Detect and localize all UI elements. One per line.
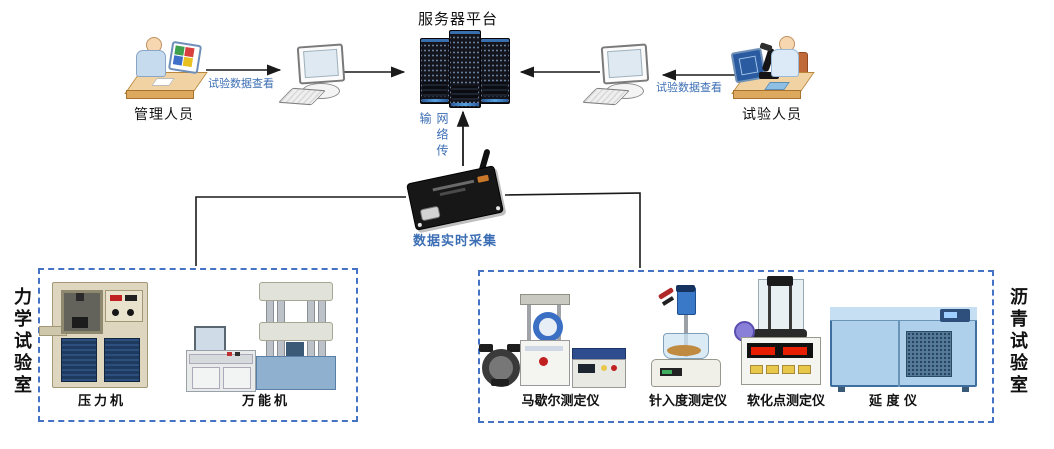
mechanics-lab-title: 力学试验室 <box>11 287 32 397</box>
tester-link-label: 试验数据查看 <box>656 81 722 94</box>
pc-keyboard <box>277 87 327 106</box>
admin-link-label: 试验数据查看 <box>208 77 274 90</box>
marshall-tester-icon <box>520 294 570 386</box>
line-collector-to-asphalt-lab <box>504 192 641 268</box>
universal-machine-frame-icon <box>256 282 336 390</box>
collector-body <box>405 165 505 231</box>
marshall-controller-icon <box>572 348 626 388</box>
press-door <box>104 338 140 382</box>
collector-label: 数据实时采集 <box>412 234 497 249</box>
asphalt-lab-title: 沥青试验室 <box>1007 287 1028 397</box>
press-test-area <box>61 290 103 334</box>
machine-label-ductility: 延 度 仪 <box>868 394 918 409</box>
server-tower-left <box>420 38 450 104</box>
press-door <box>61 338 97 382</box>
marshall-mold-icon <box>479 344 521 387</box>
pc-monitor <box>296 43 346 85</box>
server-tower-middle <box>449 30 481 108</box>
machine-label-universal: 万能机 <box>241 394 290 409</box>
mechanics-lab-box <box>38 268 358 422</box>
penetration-tester-icon <box>648 285 722 387</box>
softening-point-tester-icon <box>734 276 821 387</box>
machine-label-press: 压力机 <box>77 394 126 409</box>
server-tower-right <box>480 38 510 104</box>
console-monitor <box>194 326 226 352</box>
desktop-computer-icon-right <box>581 43 650 107</box>
admin-label: 管理人员 <box>134 107 194 123</box>
line-collector-to-mechanics-lab <box>195 196 406 266</box>
ductility-machine-icon <box>830 307 977 392</box>
serial-port <box>419 205 441 222</box>
status-led <box>477 174 490 183</box>
compression-machine-icon <box>39 282 148 388</box>
press-control-panel <box>105 290 143 322</box>
tester-label: 试验人员 <box>742 107 802 123</box>
server-rack-cluster-icon <box>418 28 510 108</box>
machine-label-penetration: 针入度测定仪 <box>648 394 727 409</box>
universal-machine-console-icon <box>186 326 256 392</box>
pc-monitor <box>600 43 650 85</box>
person-with-microscope-desk-icon <box>730 36 815 102</box>
machine-label-marshall: 马歇尔测定仪 <box>521 394 600 409</box>
pc-keyboard <box>581 87 631 106</box>
desktop-computer-icon-left <box>277 43 346 107</box>
tester-body <box>771 49 799 77</box>
wireless-data-acquisition-module-icon <box>404 148 506 232</box>
admin-body <box>136 50 166 77</box>
server-platform-label: 服务器平台 <box>417 10 498 28</box>
machine-label-softening: 软化点测定仪 <box>746 394 825 409</box>
person-at-computer-desk-icon <box>124 36 208 102</box>
admin-monitor <box>167 40 203 75</box>
network-transmission-label: 网络传输 <box>418 112 449 160</box>
